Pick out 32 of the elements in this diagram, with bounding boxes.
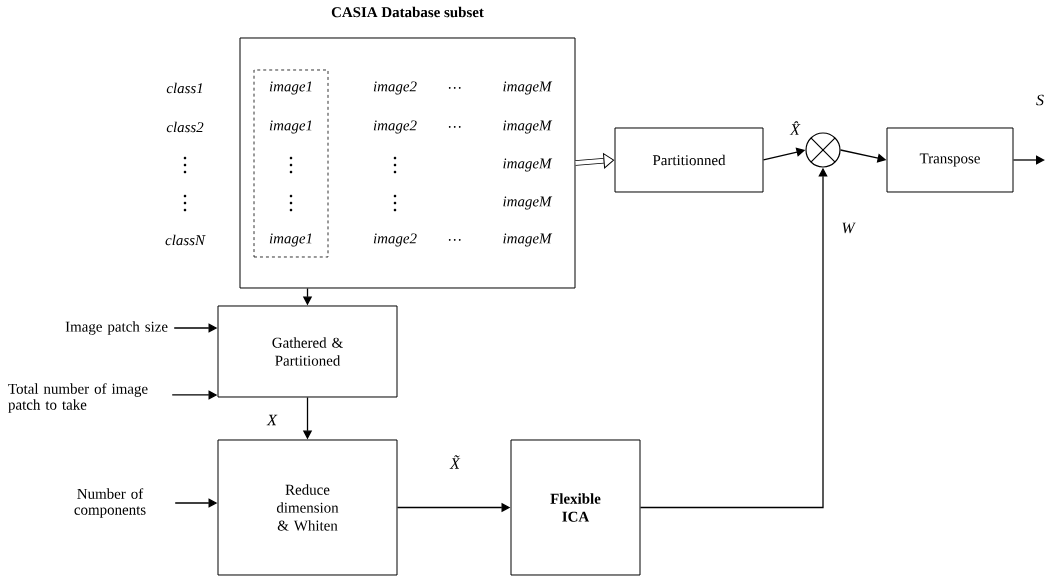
- grid-label: image2: [373, 120, 417, 134]
- grid-label: imageM: [503, 158, 553, 172]
- multiplier-symbol: [805, 132, 841, 168]
- grid-label: image2: [373, 233, 417, 247]
- grid-label: imageM: [503, 120, 553, 134]
- process-box: Partitionned: [614, 127, 764, 193]
- grid-label: …: [448, 126, 461, 128]
- edge-label: W: [842, 222, 856, 234]
- edge-label: X̃: [449, 455, 461, 469]
- grid-label: …: [448, 87, 461, 89]
- grid-label: imageM: [503, 233, 553, 247]
- process-box: Reduce dimension & Whiten: [217, 439, 398, 576]
- grid-label: …: [448, 239, 461, 241]
- process-box: Gathered & Partitioned: [217, 305, 398, 398]
- grid-label: class1: [166, 82, 203, 94]
- dashed-column-box: image1 image1 image1: [253, 69, 329, 258]
- arrow: [575, 153, 615, 169]
- input-label: Number of components: [74, 488, 146, 518]
- arrow: [1012, 155, 1045, 165]
- process-box: Transpose: [886, 127, 1014, 193]
- grid-label: classN: [165, 234, 206, 246]
- edge-label: X: [266, 414, 278, 426]
- grid-label: imageM: [503, 81, 553, 95]
- edge-label: X̂: [789, 121, 801, 135]
- input-label: Total number of image patch to take: [8, 383, 148, 413]
- grid-label: class2: [166, 121, 204, 133]
- grid-label: image2: [373, 81, 417, 95]
- edge-label: S: [1036, 94, 1044, 106]
- process-box: Flexible ICA: [510, 439, 641, 576]
- grid-label: imageM: [503, 196, 553, 210]
- input-label: Image patch size: [65, 321, 168, 335]
- node-label: CASIA Database subset: [331, 6, 484, 18]
